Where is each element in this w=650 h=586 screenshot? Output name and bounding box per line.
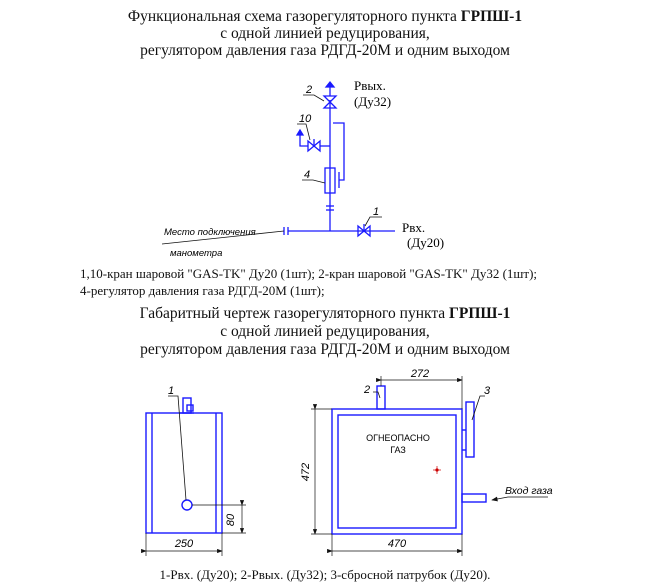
front-view-cabinet — [331, 408, 463, 535]
drawing-title-line3: регулятором давления газа РДГД-20М и одн… — [140, 341, 510, 358]
dim-height-front: 472 — [300, 463, 312, 481]
valve-10-icon — [295, 128, 321, 153]
front-view-inlet-pipe — [461, 493, 487, 503]
drawing-callout-3: 3 — [484, 385, 491, 397]
impulse-line — [333, 122, 345, 181]
drawing-title-line1: Габаритный чертеж газорегуляторного пунк… — [139, 305, 511, 322]
callout-1-leader-drawing — [168, 395, 187, 501]
valve-2-icon — [322, 80, 338, 109]
legend-line1: 1,10-кран шаровой "GAS-TK" Ду20 (1шт); 2… — [80, 266, 538, 281]
outlet-size-label: (Ду32) — [354, 94, 391, 109]
gauge-label-line2: манометра — [170, 248, 222, 259]
scheme-title-line1: Функциональная схема газорегуляторного п… — [127, 8, 523, 25]
callout-4-leader — [302, 179, 326, 184]
front-view-door — [337, 414, 457, 529]
front-view-outlet-pipe — [376, 385, 386, 410]
legend-line2: 4-регулятор давления газа РДГД-20М (1шт)… — [80, 283, 325, 298]
callout-3-leader — [471, 395, 485, 421]
gas-inlet-arrow — [491, 496, 548, 502]
dim-inlet-height: 80 — [225, 513, 237, 526]
drawing-callout-1: 1 — [168, 385, 174, 397]
side-view-inlet-hole — [181, 499, 193, 511]
callout-2-leader — [303, 94, 325, 102]
gauge-label-line1: Место подключения — [164, 227, 256, 238]
outlet-pressure-label: Рвых. — [354, 78, 386, 93]
callout-4: 4 — [304, 169, 310, 181]
drawing-title-line2: с одной линией редуцирования, — [220, 323, 430, 340]
gas-inlet-label: Вход газа — [505, 485, 553, 497]
inlet-size-label: (Ду20) — [407, 235, 444, 250]
callout-1: 1 — [373, 206, 379, 218]
vent-pipe — [299, 135, 308, 147]
overall-drawing: 1 250 80 ОГНЕОПАСНО ГАЗ — [141, 368, 553, 556]
warning-sign-line2: ГАЗ — [390, 445, 406, 455]
callout-1-leader — [364, 216, 382, 227]
scheme-title-line3: регулятором давления газа РДГД-20М и одн… — [140, 42, 510, 59]
functional-scheme: 2 10 4 1 Рвых. (Ду32) Рвх. (Ду20) Место … — [161, 78, 444, 259]
callout-2-leader-drawing — [373, 391, 381, 399]
warning-sign-line1: ОГНЕОПАСНО — [366, 433, 430, 443]
valve-1-icon — [357, 224, 371, 238]
scheme-title-line2: с одной линией редуцирования, — [220, 25, 430, 42]
callout-2: 2 — [305, 84, 312, 96]
callout-10-leader — [297, 123, 311, 141]
inlet-pressure-label: Рвх. — [402, 220, 425, 235]
drawing-caption: 1-Рвх. (Ду20); 2-Рвых. (Ду32); 3-сбросно… — [159, 567, 491, 582]
drawing-callout-2: 2 — [363, 384, 370, 396]
callout-10: 10 — [299, 113, 312, 125]
gauge-leader — [161, 230, 285, 245]
front-view-discharge-pipe — [465, 401, 475, 458]
dim-outlet-offset: 272 — [410, 368, 429, 380]
dim-width-side: 250 — [174, 538, 194, 550]
dim-width-front: 470 — [388, 538, 407, 550]
